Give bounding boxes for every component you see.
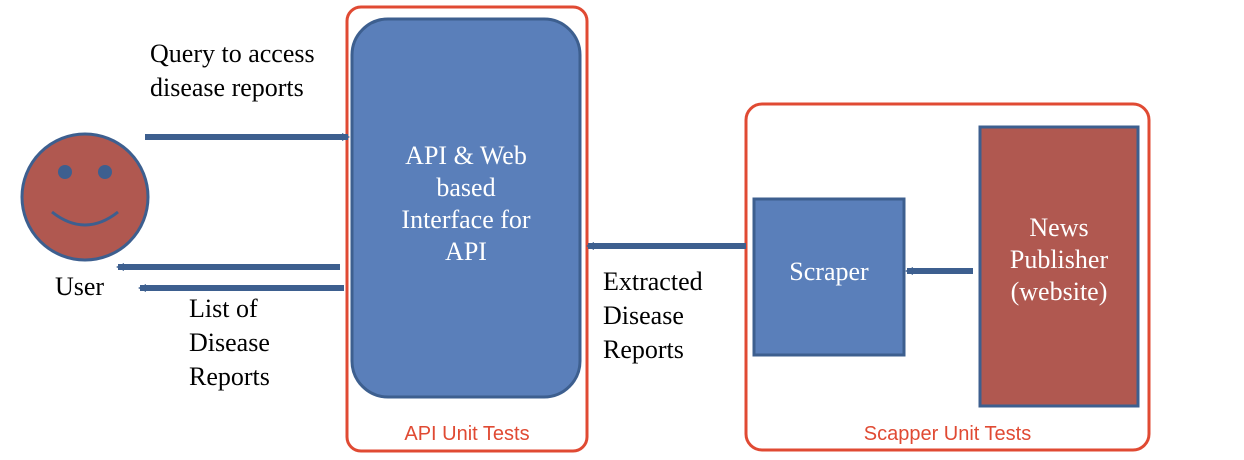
scraper-box-text: Scraper xyxy=(754,256,904,288)
list-label: List of Disease Reports xyxy=(189,292,270,394)
extracted-label: Extracted Disease Reports xyxy=(603,265,703,367)
news-publisher-line1: News xyxy=(1029,213,1089,242)
news-publisher-line2: Publisher xyxy=(1009,245,1109,274)
scraper-unit-tests-label: Scapper Unit Tests xyxy=(863,423,1032,445)
news-publisher-text: News Publisher (website) xyxy=(980,212,1138,308)
list-label-line1: List of xyxy=(189,294,258,323)
extracted-label-line3: Reports xyxy=(603,335,684,364)
list-label-line3: Reports xyxy=(189,362,270,391)
extracted-label-line1: Extracted xyxy=(603,267,703,296)
query-label-line2: disease reports xyxy=(150,73,304,102)
query-label-line1: Query to access xyxy=(150,39,315,68)
api-unit-tests-group-border xyxy=(345,5,589,453)
scraper-box xyxy=(752,197,906,357)
scraper-unit-tests-group-border xyxy=(744,102,1151,452)
scraper-box-label: Scraper xyxy=(789,257,869,286)
user-label: User xyxy=(55,272,105,301)
extracted-label-line2: Disease xyxy=(603,301,684,330)
api-box-line1: API & Web xyxy=(405,141,527,170)
news-publisher-line3: (website) xyxy=(1010,277,1108,306)
query-label: Query to access disease reports xyxy=(150,37,315,105)
api-box-text: API & Web based Interface for API xyxy=(352,140,580,268)
api-box-line4: API xyxy=(445,237,487,266)
list-label-line2: Disease xyxy=(189,328,270,357)
api-unit-tests-label: API Unit Tests xyxy=(404,423,530,445)
news-publisher-box xyxy=(978,125,1140,408)
api-interface-box xyxy=(350,17,582,399)
api-box-line2: based xyxy=(436,173,496,202)
api-box-line3: Interface for xyxy=(401,205,531,234)
smiley-face-icon xyxy=(20,132,150,262)
